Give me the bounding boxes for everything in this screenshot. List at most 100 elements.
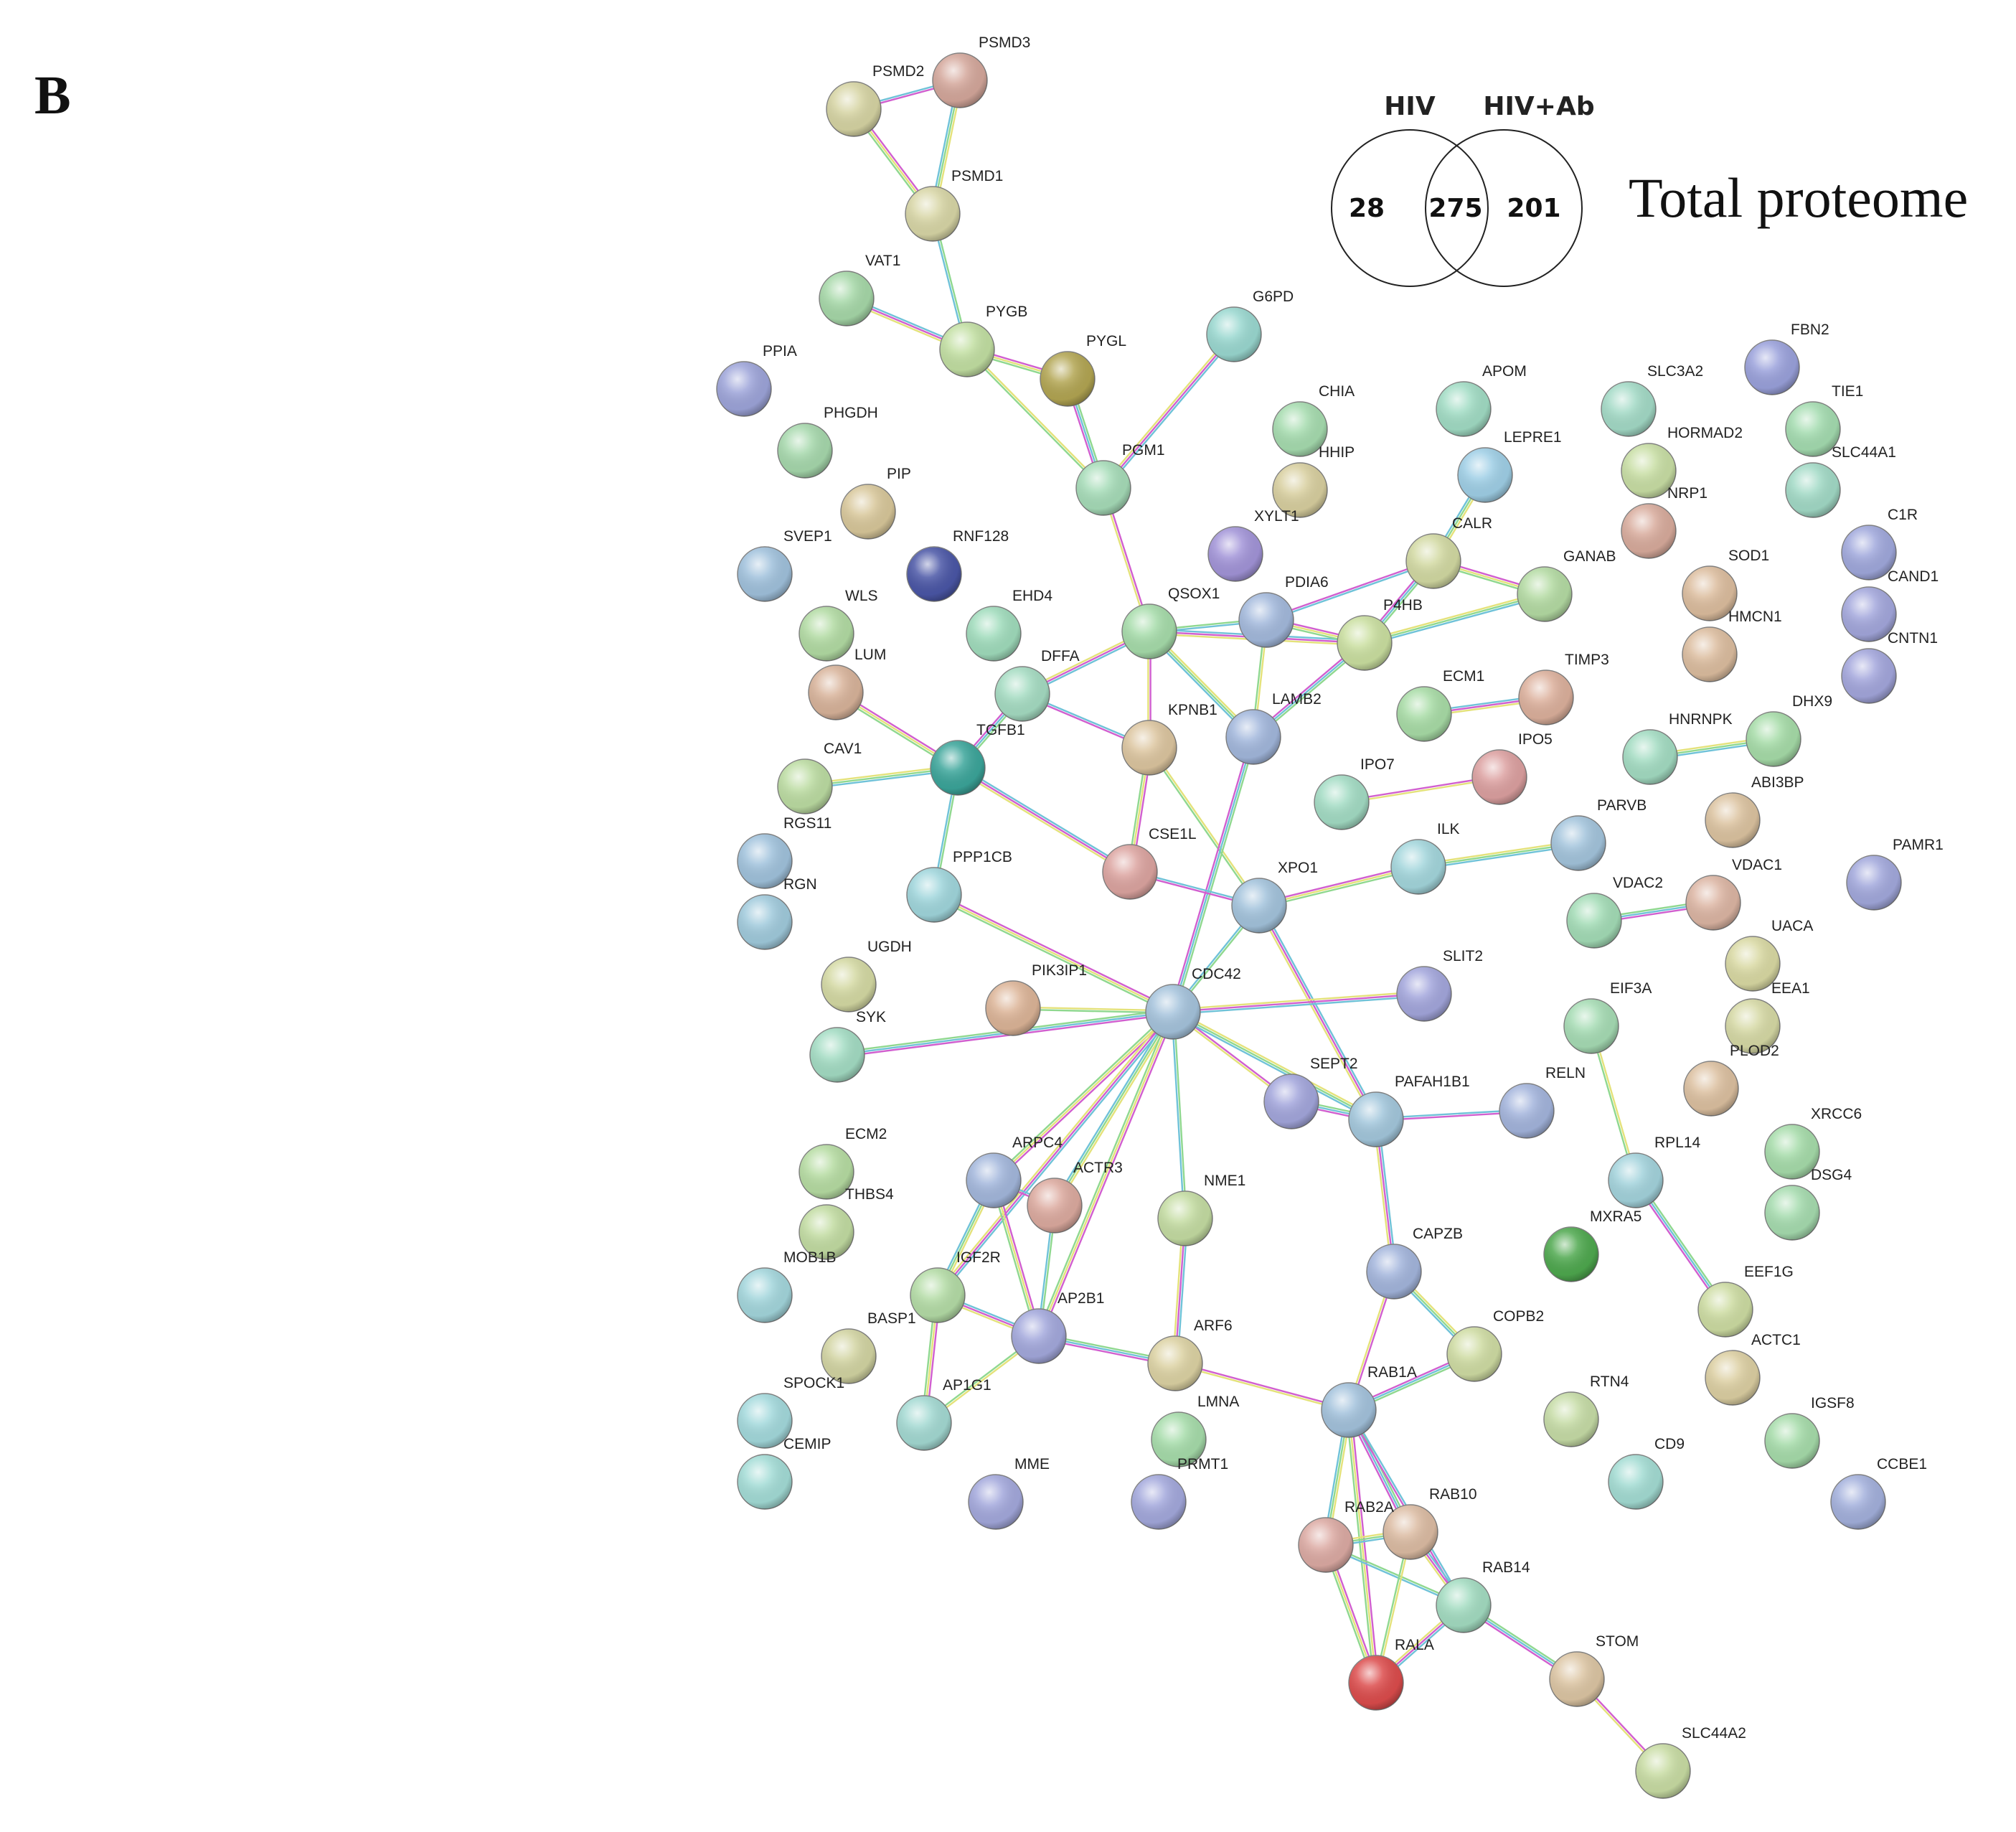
node-igf2r[interactable]: IGF2R bbox=[910, 1249, 1001, 1323]
node-nrp1[interactable]: NRP1 bbox=[1621, 485, 1708, 559]
node-ganab[interactable]: GANAB bbox=[1517, 548, 1616, 622]
node-syk[interactable]: SYK bbox=[809, 1009, 886, 1083]
node-cd9[interactable]: CD9 bbox=[1608, 1436, 1685, 1510]
node-dhx9[interactable]: DHX9 bbox=[1746, 693, 1832, 767]
node-slc44a2[interactable]: SLC44A2 bbox=[1635, 1725, 1746, 1799]
node-pip[interactable]: PIP bbox=[840, 466, 911, 540]
node-calr[interactable]: CALR bbox=[1405, 515, 1492, 589]
node-abi3bp[interactable]: ABI3BP bbox=[1705, 774, 1804, 848]
node-parvb[interactable]: PARVB bbox=[1550, 797, 1647, 871]
node-ipo7[interactable]: IPO7 bbox=[1314, 756, 1395, 830]
node-rab2a[interactable]: RAB2A bbox=[1298, 1499, 1394, 1573]
node-pygb[interactable]: PYGB bbox=[939, 304, 1027, 377]
node-psmd3[interactable]: PSMD3 bbox=[932, 34, 1030, 108]
node-wls[interactable]: WLS bbox=[799, 588, 878, 662]
node-hormad2[interactable]: HORMAD2 bbox=[1621, 425, 1743, 499]
node-rgs11[interactable]: RGS11 bbox=[737, 815, 832, 889]
node-pgm1[interactable]: PGM1 bbox=[1075, 442, 1165, 516]
node-xrcc6[interactable]: XRCC6 bbox=[1764, 1106, 1862, 1180]
node-pafah1b1[interactable]: PAFAH1B1 bbox=[1348, 1074, 1470, 1147]
node-mob1b[interactable]: MOB1B bbox=[737, 1249, 837, 1323]
node-ecm1[interactable]: ECM1 bbox=[1396, 668, 1484, 742]
node-thbs4[interactable]: THBS4 bbox=[799, 1186, 894, 1260]
node-lmna[interactable]: LMNA bbox=[1151, 1394, 1239, 1467]
node-rgn[interactable]: RGN bbox=[737, 876, 817, 950]
node-uaca[interactable]: UACA bbox=[1725, 918, 1813, 992]
node-cemip[interactable]: CEMIP bbox=[737, 1436, 832, 1510]
node-prmt1[interactable]: PRMT1 bbox=[1131, 1456, 1228, 1530]
node-vat1[interactable]: VAT1 bbox=[819, 253, 900, 327]
node-phgdh[interactable]: PHGDH bbox=[777, 405, 878, 479]
node-copb2[interactable]: COPB2 bbox=[1446, 1308, 1544, 1382]
node-capzb[interactable]: CAPZB bbox=[1366, 1226, 1463, 1300]
node-sod1[interactable]: SOD1 bbox=[1682, 548, 1769, 621]
node-ipo5[interactable]: IPO5 bbox=[1471, 731, 1553, 805]
node-ehd4[interactable]: EHD4 bbox=[966, 588, 1052, 662]
node-arf6[interactable]: ARF6 bbox=[1147, 1317, 1233, 1391]
node-lum[interactable]: LUM bbox=[808, 647, 886, 720]
node-dsg4[interactable]: DSG4 bbox=[1764, 1167, 1852, 1241]
node-plod2[interactable]: PLOD2 bbox=[1683, 1043, 1779, 1117]
node-actc1[interactable]: ACTC1 bbox=[1705, 1332, 1801, 1406]
node-rab1a[interactable]: RAB1A bbox=[1321, 1364, 1417, 1438]
node-ugdh[interactable]: UGDH bbox=[821, 939, 912, 1013]
node-arpc4[interactable]: ARPC4 bbox=[966, 1135, 1063, 1208]
node-xylt1[interactable]: XYLT1 bbox=[1207, 508, 1299, 582]
node-eif3a[interactable]: EIF3A bbox=[1563, 980, 1652, 1054]
node-ecm2[interactable]: ECM2 bbox=[799, 1126, 887, 1200]
node-cav1[interactable]: CAV1 bbox=[777, 741, 862, 814]
node-mme[interactable]: MME bbox=[968, 1456, 1050, 1530]
node-rala[interactable]: RALA bbox=[1348, 1637, 1434, 1711]
node-sept2[interactable]: SEPT2 bbox=[1263, 1056, 1358, 1129]
node-pamr1[interactable]: PAMR1 bbox=[1846, 837, 1944, 911]
node-svep1[interactable]: SVEP1 bbox=[737, 528, 832, 602]
node-psmd1[interactable]: PSMD1 bbox=[905, 168, 1003, 242]
node-actr3[interactable]: ACTR3 bbox=[1027, 1160, 1123, 1234]
node-vdac2[interactable]: VDAC2 bbox=[1566, 875, 1663, 949]
node-cdc42[interactable]: CDC42 bbox=[1145, 966, 1241, 1040]
node-reln[interactable]: RELN bbox=[1499, 1065, 1586, 1139]
node-ap1g1[interactable]: AP1G1 bbox=[896, 1377, 991, 1451]
node-rtn4[interactable]: RTN4 bbox=[1543, 1373, 1629, 1447]
node-p4hb[interactable]: P4HB bbox=[1337, 597, 1423, 671]
node-slc3a2[interactable]: SLC3A2 bbox=[1601, 363, 1703, 437]
node-tgfb1[interactable]: TGFB1 bbox=[930, 722, 1025, 796]
node-stom[interactable]: STOM bbox=[1549, 1633, 1639, 1707]
node-rpl14[interactable]: RPL14 bbox=[1608, 1135, 1701, 1208]
node-spock1[interactable]: SPOCK1 bbox=[737, 1375, 844, 1449]
node-basp1[interactable]: BASP1 bbox=[821, 1310, 916, 1384]
node-eef1g[interactable]: EEF1G bbox=[1697, 1264, 1794, 1338]
node-slc44a1[interactable]: SLC44A1 bbox=[1785, 444, 1896, 518]
node-chia[interactable]: CHIA bbox=[1272, 383, 1355, 457]
node-rab14[interactable]: RAB14 bbox=[1436, 1559, 1530, 1633]
node-pygl[interactable]: PYGL bbox=[1040, 333, 1126, 407]
node-ccbe1[interactable]: CCBE1 bbox=[1830, 1456, 1927, 1530]
node-mxra5[interactable]: MXRA5 bbox=[1543, 1208, 1641, 1282]
node-g6pd[interactable]: G6PD bbox=[1206, 288, 1294, 362]
node-qsox1[interactable]: QSOX1 bbox=[1121, 586, 1220, 659]
node-ppp1cb[interactable]: PPP1CB bbox=[906, 849, 1012, 923]
node-kpnb1[interactable]: KPNB1 bbox=[1121, 702, 1217, 776]
node-xpo1[interactable]: XPO1 bbox=[1231, 860, 1318, 934]
node-psmd2[interactable]: PSMD2 bbox=[826, 63, 924, 137]
node-apom[interactable]: APOM bbox=[1436, 363, 1527, 437]
node-vdac1[interactable]: VDAC1 bbox=[1685, 857, 1782, 931]
node-hhip[interactable]: HHIP bbox=[1272, 444, 1355, 518]
node-eea1[interactable]: EEA1 bbox=[1725, 980, 1810, 1054]
node-cand1[interactable]: CAND1 bbox=[1841, 568, 1939, 642]
node-timp3[interactable]: TIMP3 bbox=[1518, 652, 1609, 725]
node-lepre1[interactable]: LEPRE1 bbox=[1457, 429, 1562, 503]
node-tie1[interactable]: TIE1 bbox=[1785, 383, 1863, 457]
node-lamb2[interactable]: LAMB2 bbox=[1225, 691, 1322, 765]
node-c1r[interactable]: C1R bbox=[1841, 507, 1918, 581]
node-nme1[interactable]: NME1 bbox=[1157, 1173, 1245, 1246]
node-ap2b1[interactable]: AP2B1 bbox=[1011, 1290, 1104, 1364]
node-cse1l[interactable]: CSE1L bbox=[1102, 826, 1197, 900]
node-hmcn1[interactable]: HMCN1 bbox=[1682, 609, 1782, 682]
node-fbn2[interactable]: FBN2 bbox=[1744, 321, 1829, 395]
node-igsf8[interactable]: IGSF8 bbox=[1764, 1395, 1855, 1469]
node-slit2[interactable]: SLIT2 bbox=[1396, 948, 1483, 1022]
node-pdia6[interactable]: PDIA6 bbox=[1238, 574, 1329, 648]
node-hnrnpk[interactable]: HNRNPK bbox=[1622, 711, 1733, 785]
node-ppia[interactable]: PPIA bbox=[716, 343, 797, 417]
